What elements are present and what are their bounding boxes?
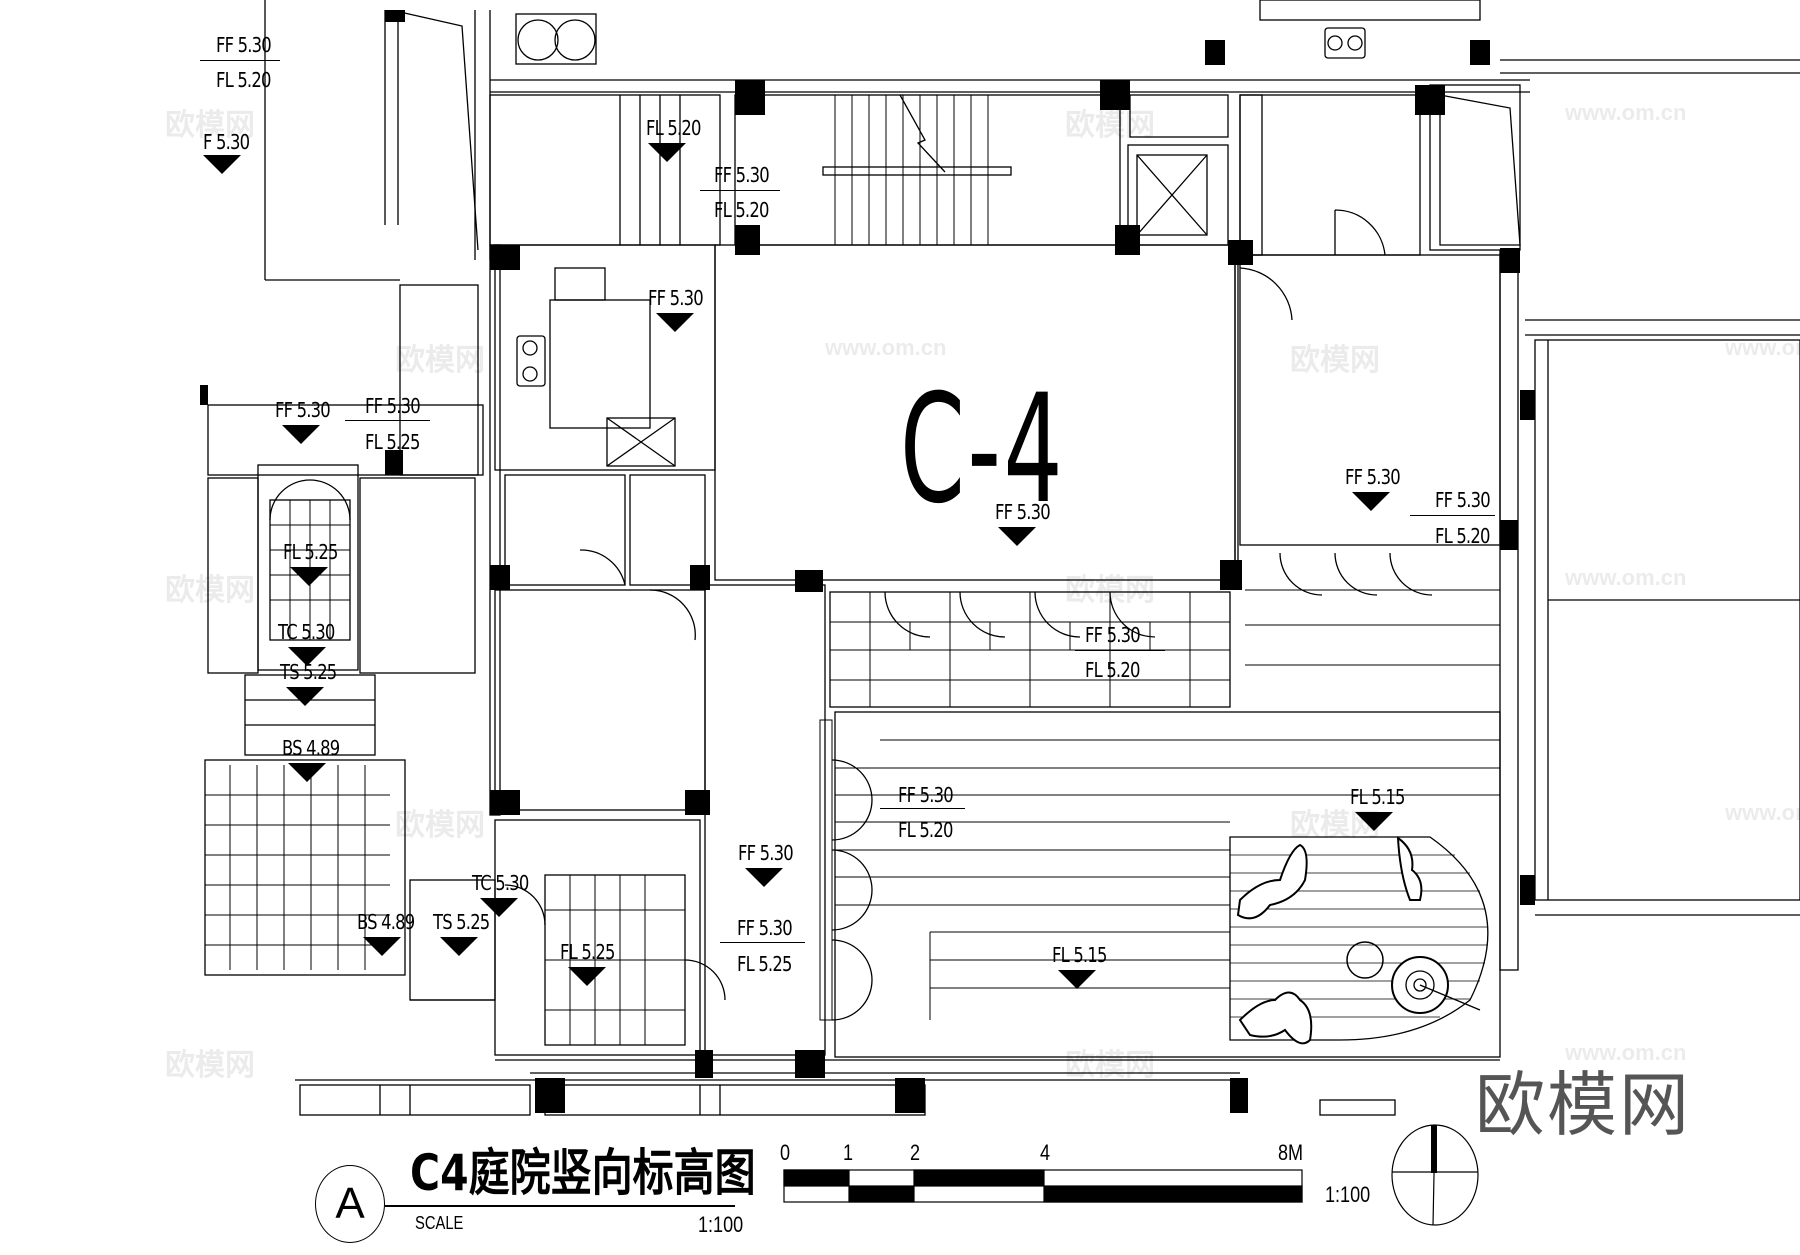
elevation-triangle-icon bbox=[656, 313, 694, 332]
elevation-label: FL 5.20 bbox=[216, 68, 271, 92]
elevation-label: FF 5.30 bbox=[1085, 623, 1141, 647]
elevation-label: FF 5.30 bbox=[898, 783, 954, 807]
watermark: 欧模网 bbox=[1290, 344, 1380, 377]
elevation-triangle-icon bbox=[1355, 812, 1393, 831]
watermark-url: www.om.cn bbox=[825, 335, 947, 360]
elevation-triangle-icon bbox=[745, 868, 783, 887]
elevation-label: FF 5.30 bbox=[995, 500, 1051, 524]
elevation-triangle-icon bbox=[998, 527, 1036, 546]
elevation-label: FF 5.30 bbox=[1345, 465, 1401, 489]
elevation-triangle-icon bbox=[286, 687, 324, 706]
elevation-label: FF 5.30 bbox=[275, 398, 331, 422]
watermark: 欧模网 bbox=[165, 574, 255, 607]
elevation-label: TS 5.25 bbox=[280, 660, 337, 684]
elevation-label: FF 5.30 bbox=[365, 394, 421, 418]
elevation-label: FF 5.30 bbox=[737, 916, 793, 940]
elevation-label: FL 5.20 bbox=[1085, 658, 1140, 682]
elevation-label: TC 5.30 bbox=[472, 871, 529, 895]
drawing-marker-circle: A bbox=[315, 1165, 385, 1243]
scale-bar-tick: 8M bbox=[1278, 1140, 1304, 1165]
elevation-label: FF 5.30 bbox=[714, 163, 770, 187]
elevation-label: FF 5.30 bbox=[738, 841, 794, 865]
unit-label: C-4 bbox=[900, 363, 1066, 537]
elevation-triangle-icon bbox=[282, 425, 320, 444]
brand-watermark: 欧模网 bbox=[1475, 1064, 1691, 1146]
elevation-triangle-icon bbox=[290, 567, 328, 586]
watermark: 欧模网 bbox=[165, 1049, 255, 1082]
drawing-marker-letter: A bbox=[335, 1179, 365, 1228]
elevation-label: FL 5.20 bbox=[646, 116, 701, 140]
elevation-triangle-icon bbox=[648, 143, 686, 162]
elevation-triangle-icon bbox=[440, 937, 478, 956]
elevation-triangle-icon bbox=[1352, 492, 1390, 511]
elevation-triangle-icon bbox=[288, 647, 326, 666]
elevation-label: FF 5.30 bbox=[1435, 488, 1491, 512]
scale-bar-tick: 2 bbox=[910, 1140, 921, 1165]
watermark-url: www.om.cn bbox=[1565, 100, 1687, 125]
elevation-triangle-icon bbox=[363, 937, 401, 956]
watermark-url: www.om.cn bbox=[1725, 335, 1800, 360]
elevation-label: FL 5.15 bbox=[1052, 943, 1107, 967]
leader-line bbox=[1075, 650, 1165, 651]
leader-line bbox=[720, 942, 805, 943]
watermark-url: www.om.cn bbox=[1565, 565, 1687, 590]
scale-bar-tick: 1 bbox=[843, 1140, 854, 1165]
elevation-label: BS 4.89 bbox=[282, 736, 340, 760]
elevation-triangle-icon bbox=[568, 967, 606, 986]
watermark: 欧模网 bbox=[1065, 109, 1155, 142]
leader-line bbox=[700, 190, 780, 191]
watermark: 欧模网 bbox=[165, 109, 255, 142]
leader-line bbox=[345, 420, 430, 421]
elevation-label: FL 5.20 bbox=[898, 818, 953, 842]
elevation-label: F 5.30 bbox=[203, 130, 250, 154]
watermark: 欧模网 bbox=[1290, 809, 1380, 842]
elevation-label: FL 5.25 bbox=[737, 952, 792, 976]
title-scale-value: 1:100 bbox=[698, 1212, 744, 1237]
title-underline bbox=[385, 1205, 735, 1207]
scale-bar-tick: 4 bbox=[1040, 1140, 1051, 1165]
elevation-triangle-icon bbox=[288, 763, 326, 782]
watermark: 欧模网 bbox=[1065, 1049, 1155, 1082]
elevation-label: BS 4.89 bbox=[357, 910, 415, 934]
elevation-label: FL 5.25 bbox=[560, 940, 615, 964]
leader-line bbox=[1410, 515, 1495, 516]
watermark-url: www.om.cn bbox=[1725, 800, 1800, 825]
drawing-title: C4庭院竖向标高图 bbox=[410, 1144, 756, 1202]
elevation-label: TS 5.25 bbox=[433, 910, 490, 934]
elevation-triangle-icon bbox=[1058, 970, 1096, 989]
watermark-url: www.om.cn bbox=[1565, 1040, 1687, 1065]
elevation-triangle-icon bbox=[203, 155, 241, 174]
leader-line bbox=[200, 60, 280, 61]
leader-line bbox=[880, 808, 965, 809]
scale-bar-tick: 0 bbox=[780, 1140, 791, 1165]
watermark: 欧模网 bbox=[395, 809, 485, 842]
elevation-label: FL 5.25 bbox=[283, 540, 338, 564]
watermark: 欧模网 bbox=[1065, 574, 1155, 607]
scale-bar-ratio: 1:100 bbox=[1325, 1182, 1371, 1207]
elevation-label: TC 5.30 bbox=[278, 620, 335, 644]
elevation-label: FF 5.30 bbox=[648, 286, 704, 310]
elevation-label: FF 5.30 bbox=[216, 33, 272, 57]
elevation-label: FL 5.20 bbox=[714, 198, 769, 222]
elevation-label: FL 5.25 bbox=[365, 430, 420, 454]
watermark: 欧模网 bbox=[395, 344, 485, 377]
scale-word: SCALE bbox=[415, 1213, 464, 1233]
elevation-label: FL 5.15 bbox=[1350, 785, 1405, 809]
elevation-triangle-icon bbox=[480, 898, 518, 917]
elevation-label: FL 5.20 bbox=[1435, 524, 1490, 548]
